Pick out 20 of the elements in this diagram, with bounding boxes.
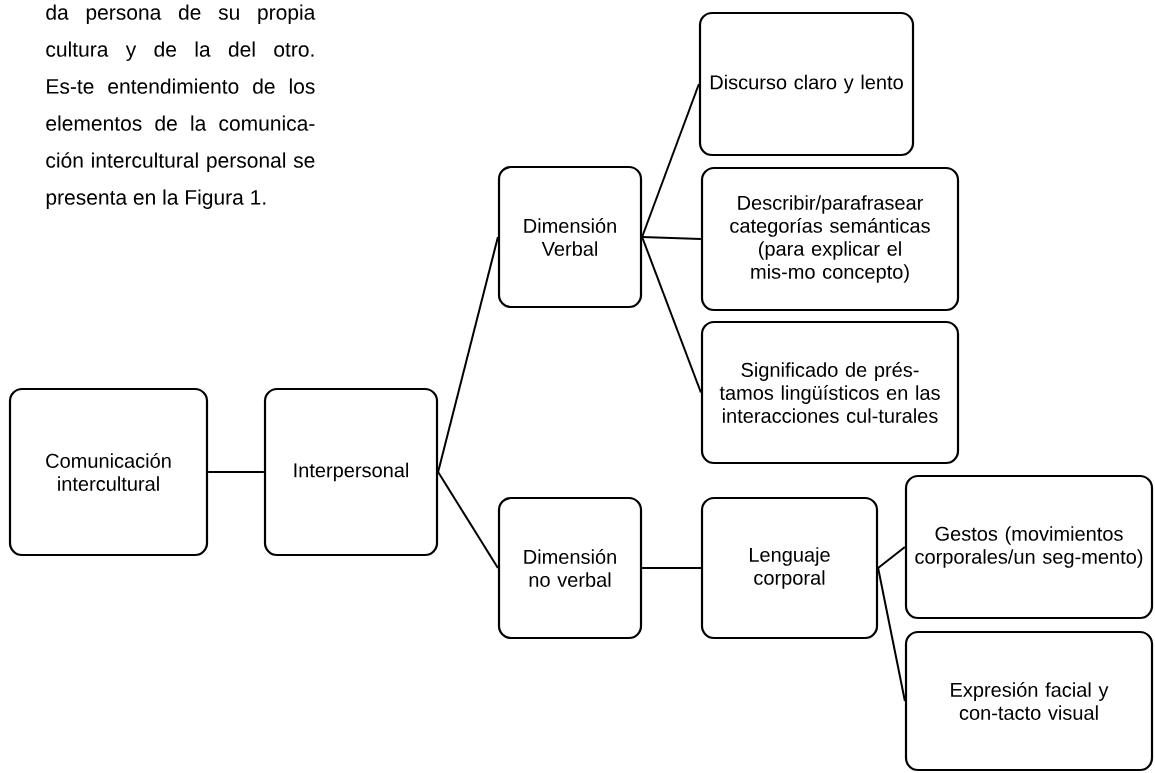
connector-line [877, 567, 906, 702]
concept-box: Gestos (movimientos corporales/un seg-mento) [904, 474, 1154, 620]
concept-box: Expresión facial y con-tacto visual [904, 630, 1154, 772]
connector-line [437, 236, 499, 473]
concept-box: Discurso claro y lento [698, 11, 915, 157]
concept-box: Describir/parafrasear categorías semánticas (para explicar el mis-mo concepto) [700, 166, 960, 312]
concept-box: Dimensión no verbal [497, 496, 643, 640]
connector-line [641, 236, 702, 394]
concept-box: Lenguaje corporal [700, 496, 879, 640]
concept-box: Interpersonal [263, 387, 439, 557]
concept-box: Dimensión Verbal [497, 165, 643, 309]
concept-box: Significado de prés-tamos lingüísticos en las interacciones cul-turales [700, 320, 960, 465]
connector-line [207, 471, 265, 473]
connector-line [641, 567, 702, 569]
connector-line [641, 83, 700, 238]
concept-box: Comunicación intercultural [8, 387, 209, 557]
connector-line [437, 471, 499, 569]
body-paragraph: da persona de su propia cultura y de la del otro. Es-te entendimiento de los elementos de la comunica-ción intercultural personal se presenta en la Figura 1. [46, 4, 316, 209]
connector-line [641, 236, 702, 240]
connector-line [877, 546, 906, 569]
